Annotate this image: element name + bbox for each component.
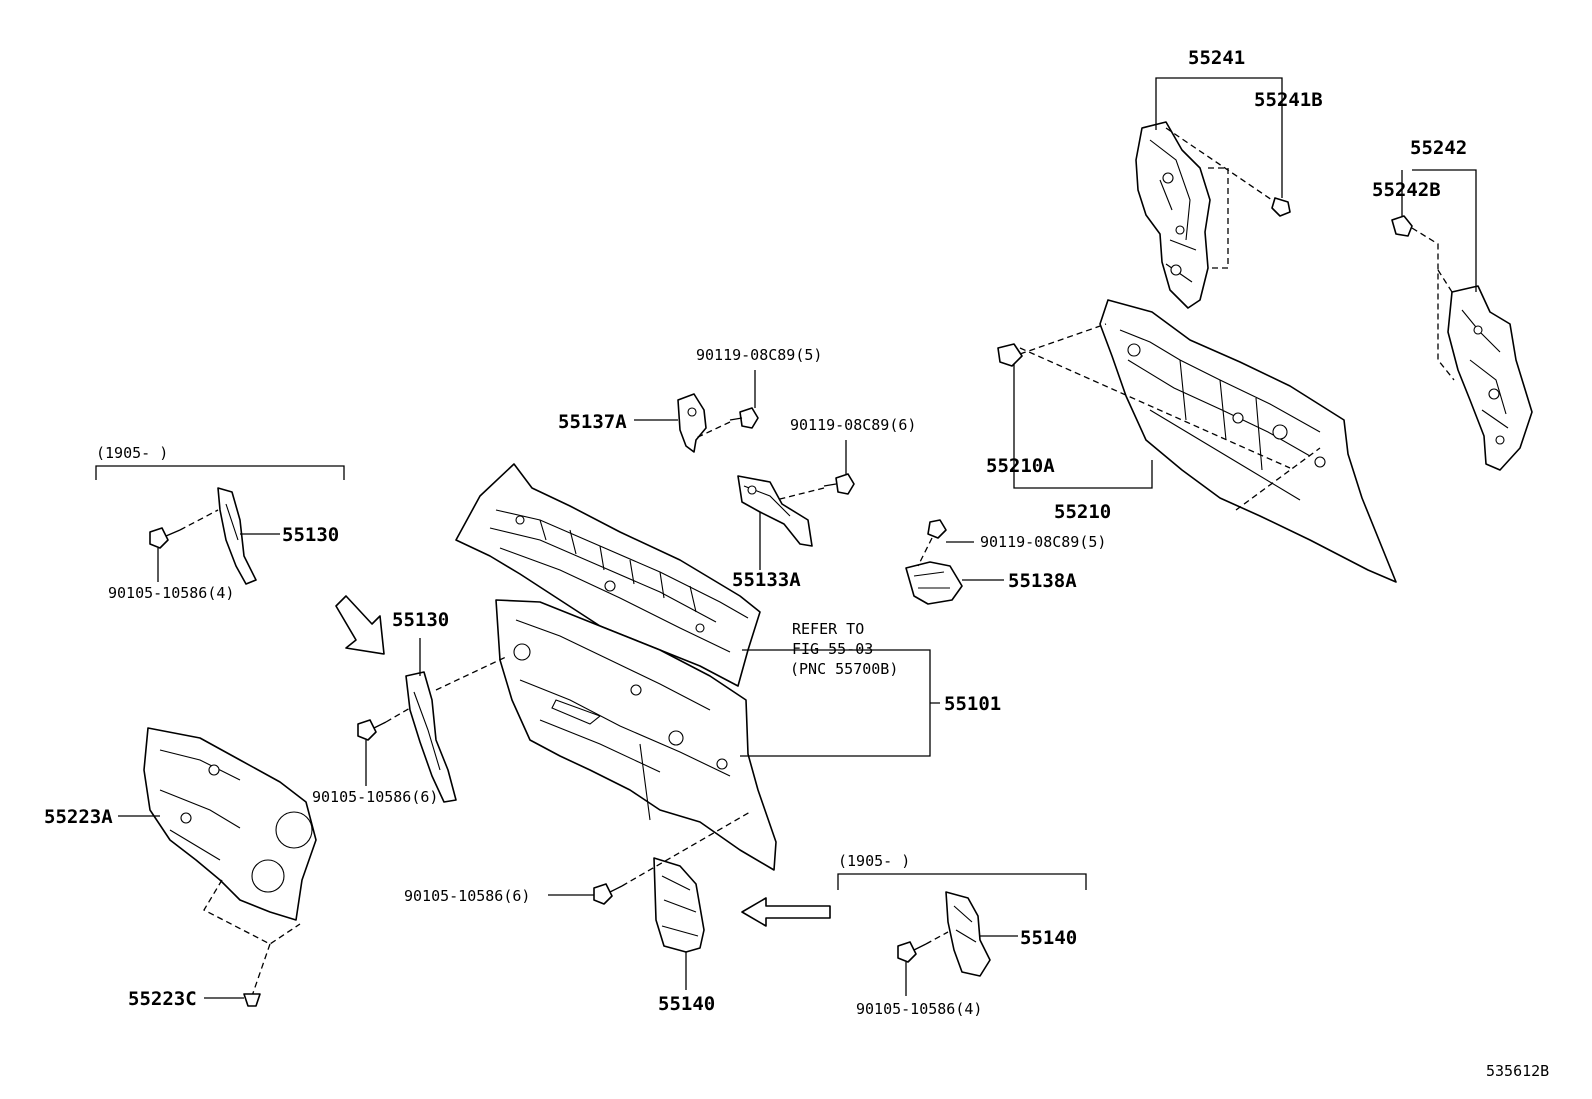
label-90105-6-low: 90105-10586(6) xyxy=(404,887,530,905)
label-55223C: 55223C xyxy=(128,988,197,1010)
arrow-icon xyxy=(335,595,385,655)
bolt-icon xyxy=(593,883,623,905)
dash-panel-55101[interactable] xyxy=(495,599,777,871)
dashed-55137A xyxy=(695,421,731,439)
dashed-55242 xyxy=(1411,227,1455,381)
label-55241: 55241 xyxy=(1188,47,1245,69)
label-55242B: 55242B xyxy=(1372,179,1441,201)
dashed-55138A xyxy=(917,537,933,567)
clip-icon xyxy=(997,343,1023,367)
dashed-55241 xyxy=(1165,127,1273,269)
bracket-55241[interactable] xyxy=(1135,121,1211,309)
label-55210: 55210 xyxy=(1054,501,1111,523)
label-90105-6-mid: 90105-10586(6) xyxy=(312,788,438,806)
bolt-icon xyxy=(149,527,181,549)
label-range-right: (1905- ) xyxy=(838,852,910,870)
bracket-55133A[interactable] xyxy=(737,475,813,547)
leader-55241 xyxy=(1155,77,1283,198)
label-55140-right: 55140 xyxy=(1020,927,1077,949)
label-90105-4-left: 90105-10586(4) xyxy=(108,584,234,602)
bolt-icon xyxy=(897,941,927,963)
dashed-55130-mid xyxy=(385,655,509,723)
label-55130-top: 55130 xyxy=(282,524,339,546)
dashed-55130-top xyxy=(179,509,219,531)
figure-id: 535612B xyxy=(1486,1062,1549,1080)
dashed-55133A xyxy=(775,487,825,501)
dashed-55140-right xyxy=(925,931,949,945)
range-bracket-left xyxy=(95,465,345,480)
bolt-icon xyxy=(823,473,855,495)
label-90119-right: 90119-08C89(5) xyxy=(980,533,1106,551)
label-55242: 55242 xyxy=(1410,137,1467,159)
label-55210A: 55210A xyxy=(986,455,1055,477)
dashed-55210 xyxy=(1019,323,1321,511)
label-55101: 55101 xyxy=(944,693,1001,715)
leader-55242 xyxy=(1401,169,1477,292)
label-55138A: 55138A xyxy=(1008,570,1077,592)
brace-55140-right[interactable] xyxy=(945,891,991,977)
label-55140-low: 55140 xyxy=(658,993,715,1015)
label-55130-mid: 55130 xyxy=(392,609,449,631)
label-55133A: 55133A xyxy=(732,569,801,591)
insulator-55223A[interactable] xyxy=(143,727,317,921)
dashed-55140-low xyxy=(621,811,751,887)
bracket-55242[interactable] xyxy=(1447,285,1533,471)
clip-icon xyxy=(1391,215,1413,237)
bracket-55138A[interactable] xyxy=(905,561,963,605)
bolt-icon xyxy=(927,519,947,539)
clip-icon xyxy=(243,993,261,1007)
bracket-55137A[interactable] xyxy=(677,393,707,453)
dashed-55223 xyxy=(203,879,301,997)
range-bracket-right xyxy=(837,873,1087,890)
brace-55130-top[interactable] xyxy=(217,487,257,585)
leader-55101 xyxy=(740,649,940,757)
label-refer-2: FIG 55-03 xyxy=(792,640,873,658)
label-90119-top: 90119-08C89(5) xyxy=(696,346,822,364)
bolt-icon xyxy=(357,719,387,741)
label-55241B: 55241B xyxy=(1254,89,1323,111)
insulator-55210[interactable] xyxy=(1099,299,1397,583)
brace-55130-mid[interactable] xyxy=(405,671,457,803)
label-55137A: 55137A xyxy=(558,411,627,433)
leader-55210 xyxy=(1013,364,1153,489)
label-90105-4-right: 90105-10586(4) xyxy=(856,1000,982,1018)
label-refer-3: (PNC 55700B) xyxy=(790,660,898,678)
cowl-panel[interactable] xyxy=(455,463,761,687)
label-55223A: 55223A xyxy=(44,806,113,828)
arrow-icon xyxy=(741,897,831,927)
label-90119-6: 90119-08C89(6) xyxy=(790,416,916,434)
bolt-icon xyxy=(729,407,759,429)
clip-icon xyxy=(1271,197,1291,217)
label-refer-1: REFER TO xyxy=(792,620,864,638)
brace-55140-low[interactable] xyxy=(653,857,705,953)
label-range-left: (1905- ) xyxy=(96,444,168,462)
